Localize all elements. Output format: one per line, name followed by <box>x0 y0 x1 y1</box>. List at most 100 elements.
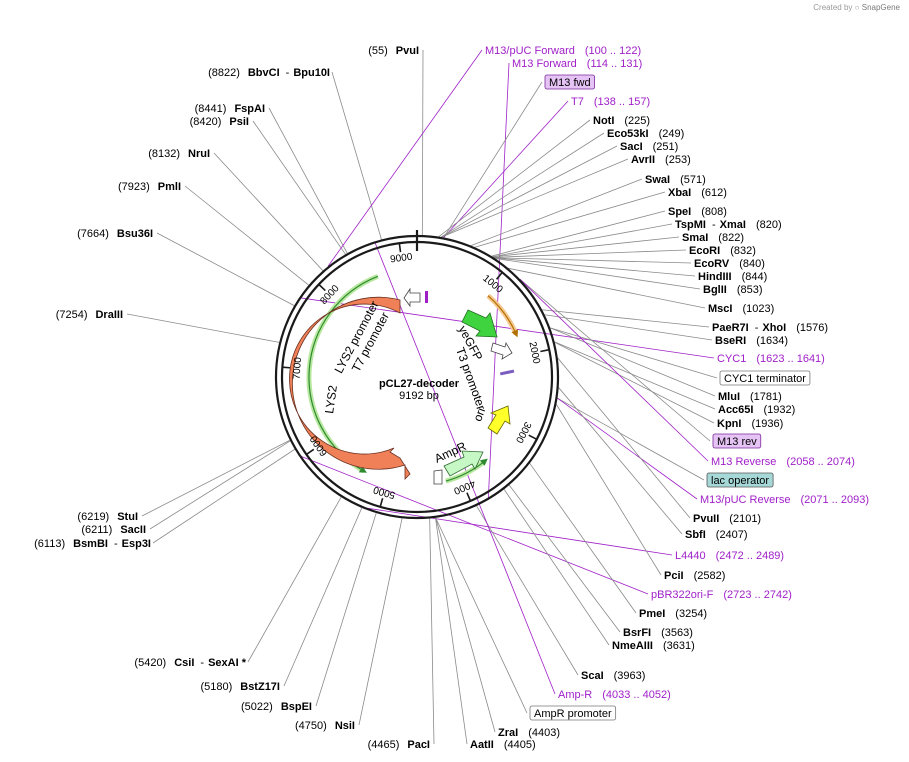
site-label-stui: (6219)StuI <box>77 511 138 523</box>
tick-label: 3000 <box>513 420 533 445</box>
plasmid-backbone <box>274 230 560 520</box>
site-label-acc65i: Acc65I(1932) <box>718 404 795 416</box>
site-label-pvuii: PvuII(2101) <box>693 513 761 525</box>
site-label-bstz17i: (5180)BstZ17I <box>200 681 280 693</box>
site-label-bglii: BglII(853) <box>703 284 763 296</box>
site-label-sbfi: SbfI(2407) <box>685 529 748 541</box>
site-label-nmeaiii: NmeAIII(3631) <box>612 640 695 652</box>
site-label-m13fwd: M13 fwd <box>544 74 595 90</box>
site-label-sacii: (6211)SacII <box>81 524 146 536</box>
feature-arrows <box>289 287 515 485</box>
site-label-aatii: AatII(4405) <box>470 739 536 751</box>
site-label-xbai: XbaI(612) <box>668 187 727 199</box>
site-label-nrui: (8132)NruI <box>148 148 210 160</box>
site-label-bsmbi: (6113)BsmBI-Esp3I <box>34 538 151 550</box>
site-label-bsu36i: (7664)Bsu36I <box>77 228 153 240</box>
site-label-m13reverse: M13 Reverse(2058 .. 2074) <box>711 456 855 468</box>
site-label-msci: MscI(1023) <box>708 303 774 315</box>
tick-mark <box>318 283 326 292</box>
site-label-m13pucreverse: M13/pUC Reverse(2071 .. 2093) <box>700 494 869 506</box>
plasmid-name: pCL27-decoder <box>379 378 460 390</box>
site-label-draiii: (7254)DraIII <box>56 309 123 321</box>
site-label-cyc1: CYC1(1623 .. 1641) <box>717 353 825 365</box>
site-label-ecorv: EcoRV(840) <box>694 258 765 270</box>
ampr-region-arrow <box>445 458 488 482</box>
site-label-ampr: Amp-R(4033 .. 4052) <box>558 689 671 701</box>
site-label-nsii: (4750)NsiI <box>295 720 355 732</box>
site-label-bsrfi: BsrFI(3563) <box>623 627 693 639</box>
tick-label: 5000 <box>372 484 397 501</box>
lys2-promoter-arrow <box>403 287 421 308</box>
ampr-promoter-arrow <box>433 469 443 485</box>
site-label-pbr322orif: pBR322ori-F(2723 .. 2742) <box>651 589 792 601</box>
site-label-scai: ScaI(3963) <box>581 670 645 682</box>
site-label-pcii: PciI(2582) <box>664 570 725 582</box>
site-label-pmei: PmeI(3254) <box>639 608 707 620</box>
svg-text:AmpR promoter: AmpR promoter <box>534 708 612 720</box>
tick-mark <box>282 366 292 369</box>
tick-label: 2000 <box>526 341 541 365</box>
site-label-zrai: ZraI(4403) <box>498 727 560 739</box>
site-label-noti: NotI(225) <box>593 115 650 127</box>
credit-prefix: Created by <box>813 3 853 12</box>
site-label-l4440: L4440(2472 .. 2489) <box>675 550 784 562</box>
site-label-bspei: (5022)BspEI <box>241 701 312 713</box>
tick-mark <box>528 434 538 441</box>
svg-text:lac operator: lac operator <box>711 475 769 487</box>
site-label-pmli: (7923)PmlI <box>118 181 181 193</box>
site-label-paci: (4465)PacI <box>368 739 430 751</box>
ampr-feature-arrow <box>443 450 484 477</box>
site-label-spei: SpeI(808) <box>668 206 727 218</box>
plasmid-size: 9192 bp <box>399 390 439 402</box>
t7-promoter-mark <box>425 291 428 303</box>
svg-text:CYC1 terminator: CYC1 terminator <box>724 373 806 385</box>
site-label-bseri: BseRI(1634) <box>715 335 788 347</box>
site-label-t7: T7(138 .. 157) <box>571 96 650 108</box>
yegfp-region-arrow <box>487 295 518 338</box>
site-label-eco53ki: Eco53kI(249) <box>607 128 684 140</box>
site-label-m13pucforward: M13/pUC Forward(100 .. 122) <box>485 45 641 57</box>
right-site-labels: M13/pUC Forward(100 .. 122)M13 Forward(1… <box>470 45 869 751</box>
feature-label-lys2: LYS2 <box>322 384 340 414</box>
site-label-lacoperator: lac operator <box>706 472 774 488</box>
tick-mark <box>379 498 384 508</box>
site-label-m13forward: M13 Forward(114 .. 131) <box>512 58 642 70</box>
label-connector-lines <box>126 49 718 745</box>
snapgene-credit: Created by ○ SnapGene <box>813 3 900 12</box>
site-label-fspai: (8441)FspAI <box>195 103 265 115</box>
site-label-hindiii: HindIII(844) <box>698 271 767 283</box>
tick-mark <box>466 492 472 502</box>
site-label-mlui: MluI(1781) <box>718 391 782 403</box>
site-label-avrii: AvrII(253) <box>631 154 691 166</box>
ori-feature-arrow <box>487 405 511 435</box>
site-label-m13rev: M13 rev <box>712 433 762 449</box>
tick-mark <box>398 243 402 253</box>
site-label-cyc1terminator: CYC1 terminator <box>719 370 811 386</box>
left-site-labels: (55)PvuI(8822)BbvCI-Bpu10I(8441)FspAI(84… <box>34 45 430 751</box>
yegfp-feature-arrow <box>461 309 498 338</box>
site-label-saci: SacI(251) <box>620 141 678 153</box>
site-label-swai: SwaI(571) <box>645 174 706 186</box>
site-label-paer7i: PaeR7I-XhoI(1576) <box>712 322 828 334</box>
tick-label: 9000 <box>390 252 414 266</box>
site-label-ecori: EcoRI(832) <box>689 245 756 257</box>
cyc1-terminator-mark <box>499 369 515 376</box>
site-label-amprpromoter: AmpR promoter <box>529 705 617 721</box>
site-label-smai: SmaI(822) <box>682 232 744 244</box>
t3-promoter-arrow <box>490 341 513 360</box>
tick-mark <box>495 271 503 280</box>
tick-label: 1000 <box>480 273 505 296</box>
svg-text:M13 rev: M13 rev <box>717 436 757 448</box>
tick-mark <box>305 448 315 456</box>
credit-brand: SnapGene <box>861 3 900 12</box>
site-label-psii: (8420)PsiI <box>190 116 249 128</box>
site-label-tspmi: TspMI-XmaI(820) <box>675 219 782 231</box>
site-label-bbvci: (8822)BbvCI-Bpu10I <box>208 67 330 79</box>
tick-label: 7000 <box>292 356 305 379</box>
site-label-kpni: KpnI(1936) <box>717 418 783 430</box>
tick-mark <box>540 348 550 353</box>
lys2-feature-arrow <box>289 296 411 480</box>
site-label-csii: (5420)CsiI-SexAI * <box>134 657 246 669</box>
svg-text:M13 fwd: M13 fwd <box>549 77 591 89</box>
